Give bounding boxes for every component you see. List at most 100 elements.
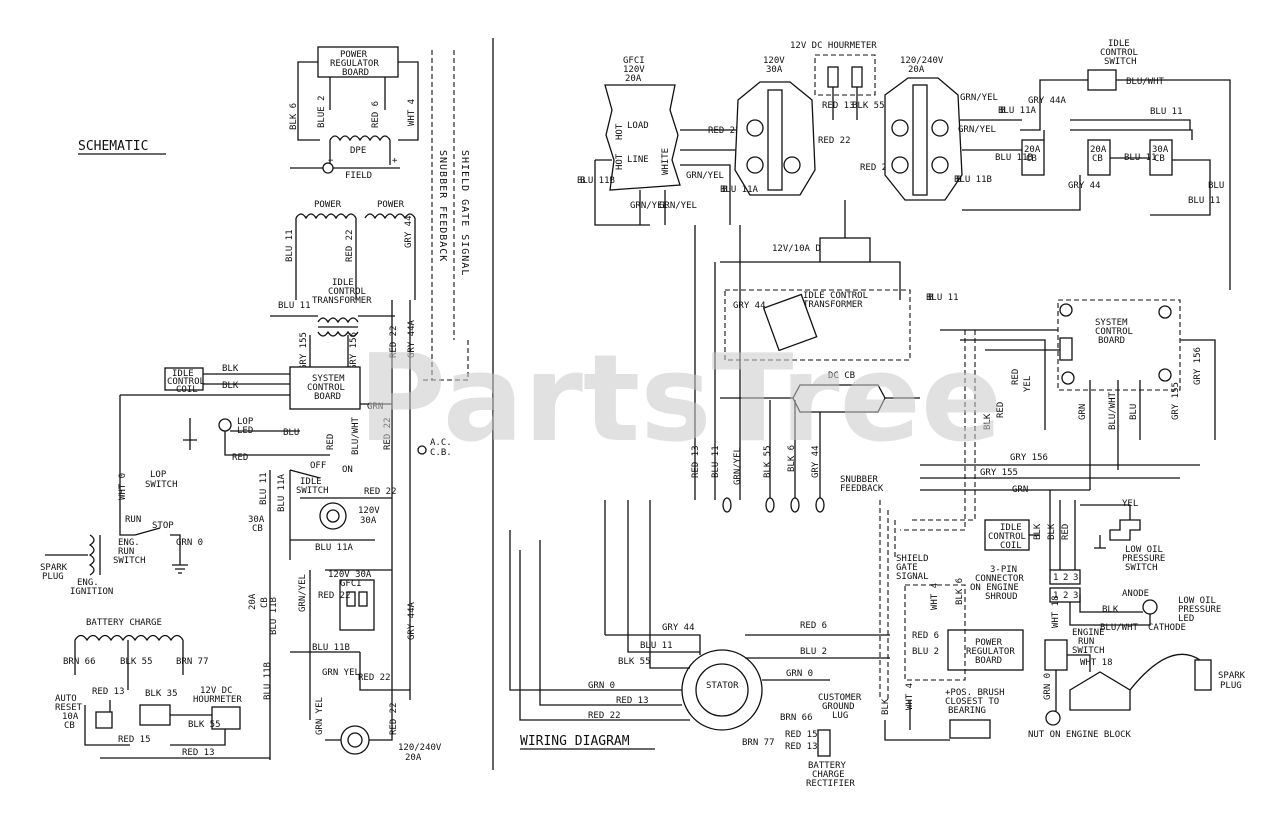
svg-text:RED 22: RED 22 (389, 325, 399, 358)
svg-text:HOT: HOT (615, 123, 625, 140)
svg-text:GRY 44: GRY 44 (662, 623, 695, 633)
svg-text:3: 3 (1073, 591, 1078, 601)
svg-text:BRN 66: BRN 66 (780, 713, 813, 723)
svg-text:IDLE: IDLE (300, 477, 322, 487)
schematic-power-winding-left (295, 213, 357, 220)
schematic-engine-ignition-coil (88, 534, 101, 576)
svg-text:RED 22: RED 22 (389, 702, 399, 735)
svg-text:20A: 20A (625, 74, 642, 84)
svg-text:BOARD: BOARD (314, 392, 341, 402)
svg-text:BATTERY: BATTERY (808, 761, 847, 771)
svg-text:STOP: STOP (152, 521, 174, 531)
svg-text:B: B (1000, 106, 1005, 116)
svg-text:BOARD: BOARD (975, 656, 1002, 666)
wiring-hourmeter (814, 54, 876, 96)
svg-text:SPARK: SPARK (1218, 671, 1246, 681)
svg-text:GRY 155: GRY 155 (1171, 382, 1181, 420)
svg-text:ON: ON (342, 465, 353, 475)
wiring-ground-nut (1045, 710, 1061, 726)
svg-text:BRN 77: BRN 77 (742, 738, 775, 748)
svg-text:WHT 4: WHT 4 (930, 583, 940, 610)
svg-text:CHARGE: CHARGE (812, 770, 845, 780)
svg-text:LOW OIL: LOW OIL (1178, 596, 1216, 606)
svg-text:BLU 11: BLU 11 (285, 229, 295, 262)
svg-text:LED: LED (1178, 614, 1194, 624)
svg-text:BLK 55: BLK 55 (120, 657, 153, 667)
svg-text:SYSTEM: SYSTEM (312, 374, 345, 384)
svg-text:BLUE 2: BLUE 2 (317, 95, 327, 128)
wiring-gfci-receptacle (604, 84, 681, 191)
svg-text:GRY 44: GRY 44 (404, 215, 414, 248)
svg-text:GRN YEL: GRN YEL (322, 668, 360, 678)
svg-text:RED 22: RED 22 (383, 417, 393, 450)
svg-text:30A: 30A (766, 65, 783, 75)
svg-text:SWITCH: SWITCH (113, 556, 146, 566)
svg-text:RED: RED (1061, 524, 1071, 540)
svg-text:BATTERY CHARGE: BATTERY CHARGE (86, 618, 162, 628)
svg-text:LOP: LOP (150, 470, 167, 480)
svg-text:ENGINE: ENGINE (1072, 628, 1105, 638)
svg-text:BLK 55: BLK 55 (852, 101, 885, 111)
wiring-idle-control-transformer (762, 293, 818, 352)
schematic-shield-gate-signal: SHIELD GATE SIGNAL (459, 150, 470, 276)
svg-text:WHT 4: WHT 4 (407, 99, 417, 126)
svg-text:BLK: BLK (222, 381, 239, 391)
svg-text:CONTROL: CONTROL (1095, 327, 1133, 337)
svg-text:POWER: POWER (377, 200, 405, 210)
svg-text:BLK 35: BLK 35 (145, 689, 178, 699)
wiring-inline-connector-3 (790, 497, 800, 513)
wiring-spark-plug (1194, 659, 1212, 691)
wiring-20a-cb-1 (1021, 139, 1045, 176)
svg-text:RED: RED (996, 402, 1006, 418)
svg-text:B: B (722, 185, 727, 195)
svg-text:PRESSURE: PRESSURE (1178, 605, 1221, 615)
svg-text:BLK: BLK (222, 364, 239, 374)
svg-text:12V/10A DC: 12V/10A DC (772, 244, 826, 254)
svg-text:REGULATOR: REGULATOR (330, 59, 379, 69)
svg-text:20A: 20A (1024, 145, 1041, 155)
schematic-title: SCHEMATIC (78, 139, 148, 154)
svg-text:NUT ON ENGINE BLOCK: NUT ON ENGINE BLOCK (1028, 730, 1132, 740)
svg-text:DC CB: DC CB (828, 371, 855, 381)
svg-text:BLU 11: BLU 11 (1188, 196, 1221, 206)
svg-text:120V 30A: 120V 30A (328, 570, 372, 580)
svg-text:TRANSFORMER: TRANSFORMER (312, 296, 372, 306)
svg-text:GRN/YEL: GRN/YEL (686, 171, 724, 181)
svg-text:CLOSEST TO: CLOSEST TO (945, 697, 999, 707)
svg-text:LINE: LINE (627, 155, 649, 165)
svg-text:SYSTEM: SYSTEM (1095, 318, 1128, 328)
svg-text:RED 13: RED 13 (785, 742, 818, 752)
svg-text:GRY 156: GRY 156 (1010, 453, 1048, 463)
svg-text:2: 2 (1063, 573, 1068, 583)
svg-text:RED: RED (326, 434, 336, 450)
svg-text:SWITCH: SWITCH (1072, 646, 1105, 656)
svg-text:B: B (580, 176, 585, 186)
schematic-hourmeter (211, 706, 241, 730)
svg-text:RED 15: RED 15 (118, 735, 151, 745)
svg-text:GRN/YEL: GRN/YEL (298, 574, 308, 612)
svg-text:1: 1 (1053, 573, 1058, 583)
svg-text:ENG.: ENG. (77, 578, 99, 588)
svg-text:BLU/WHT: BLU/WHT (351, 416, 361, 455)
svg-text:SHIELD: SHIELD (896, 554, 929, 564)
svg-text:ENG.: ENG. (118, 538, 140, 548)
svg-text:RED 22: RED 22 (358, 673, 391, 683)
svg-text:RED 22: RED 22 (708, 126, 741, 136)
svg-text:LOAD: LOAD (627, 121, 649, 131)
svg-text:GRN 0: GRN 0 (786, 669, 813, 679)
svg-text:GRN: GRN (367, 402, 383, 412)
schematic-ac-circuit-breaker (417, 445, 427, 455)
wiring-inline-connector-1 (722, 497, 732, 513)
schematic-gfci-receptacle (339, 579, 375, 631)
svg-text:ON ENGINE: ON ENGINE (970, 583, 1019, 593)
svg-text:SIGNAL: SIGNAL (896, 572, 929, 582)
svg-text:RED 22: RED 22 (860, 163, 893, 173)
svg-text:GFCI: GFCI (623, 56, 645, 66)
svg-text:BLU 11B: BLU 11B (263, 662, 273, 700)
svg-text:RED: RED (1011, 369, 1021, 385)
svg-text:BLK 6: BLK 6 (787, 445, 797, 472)
svg-text:B: B (928, 293, 933, 303)
svg-text:BLK 55: BLK 55 (618, 657, 651, 667)
wiring-low-oil-pressure-led (1142, 599, 1158, 615)
